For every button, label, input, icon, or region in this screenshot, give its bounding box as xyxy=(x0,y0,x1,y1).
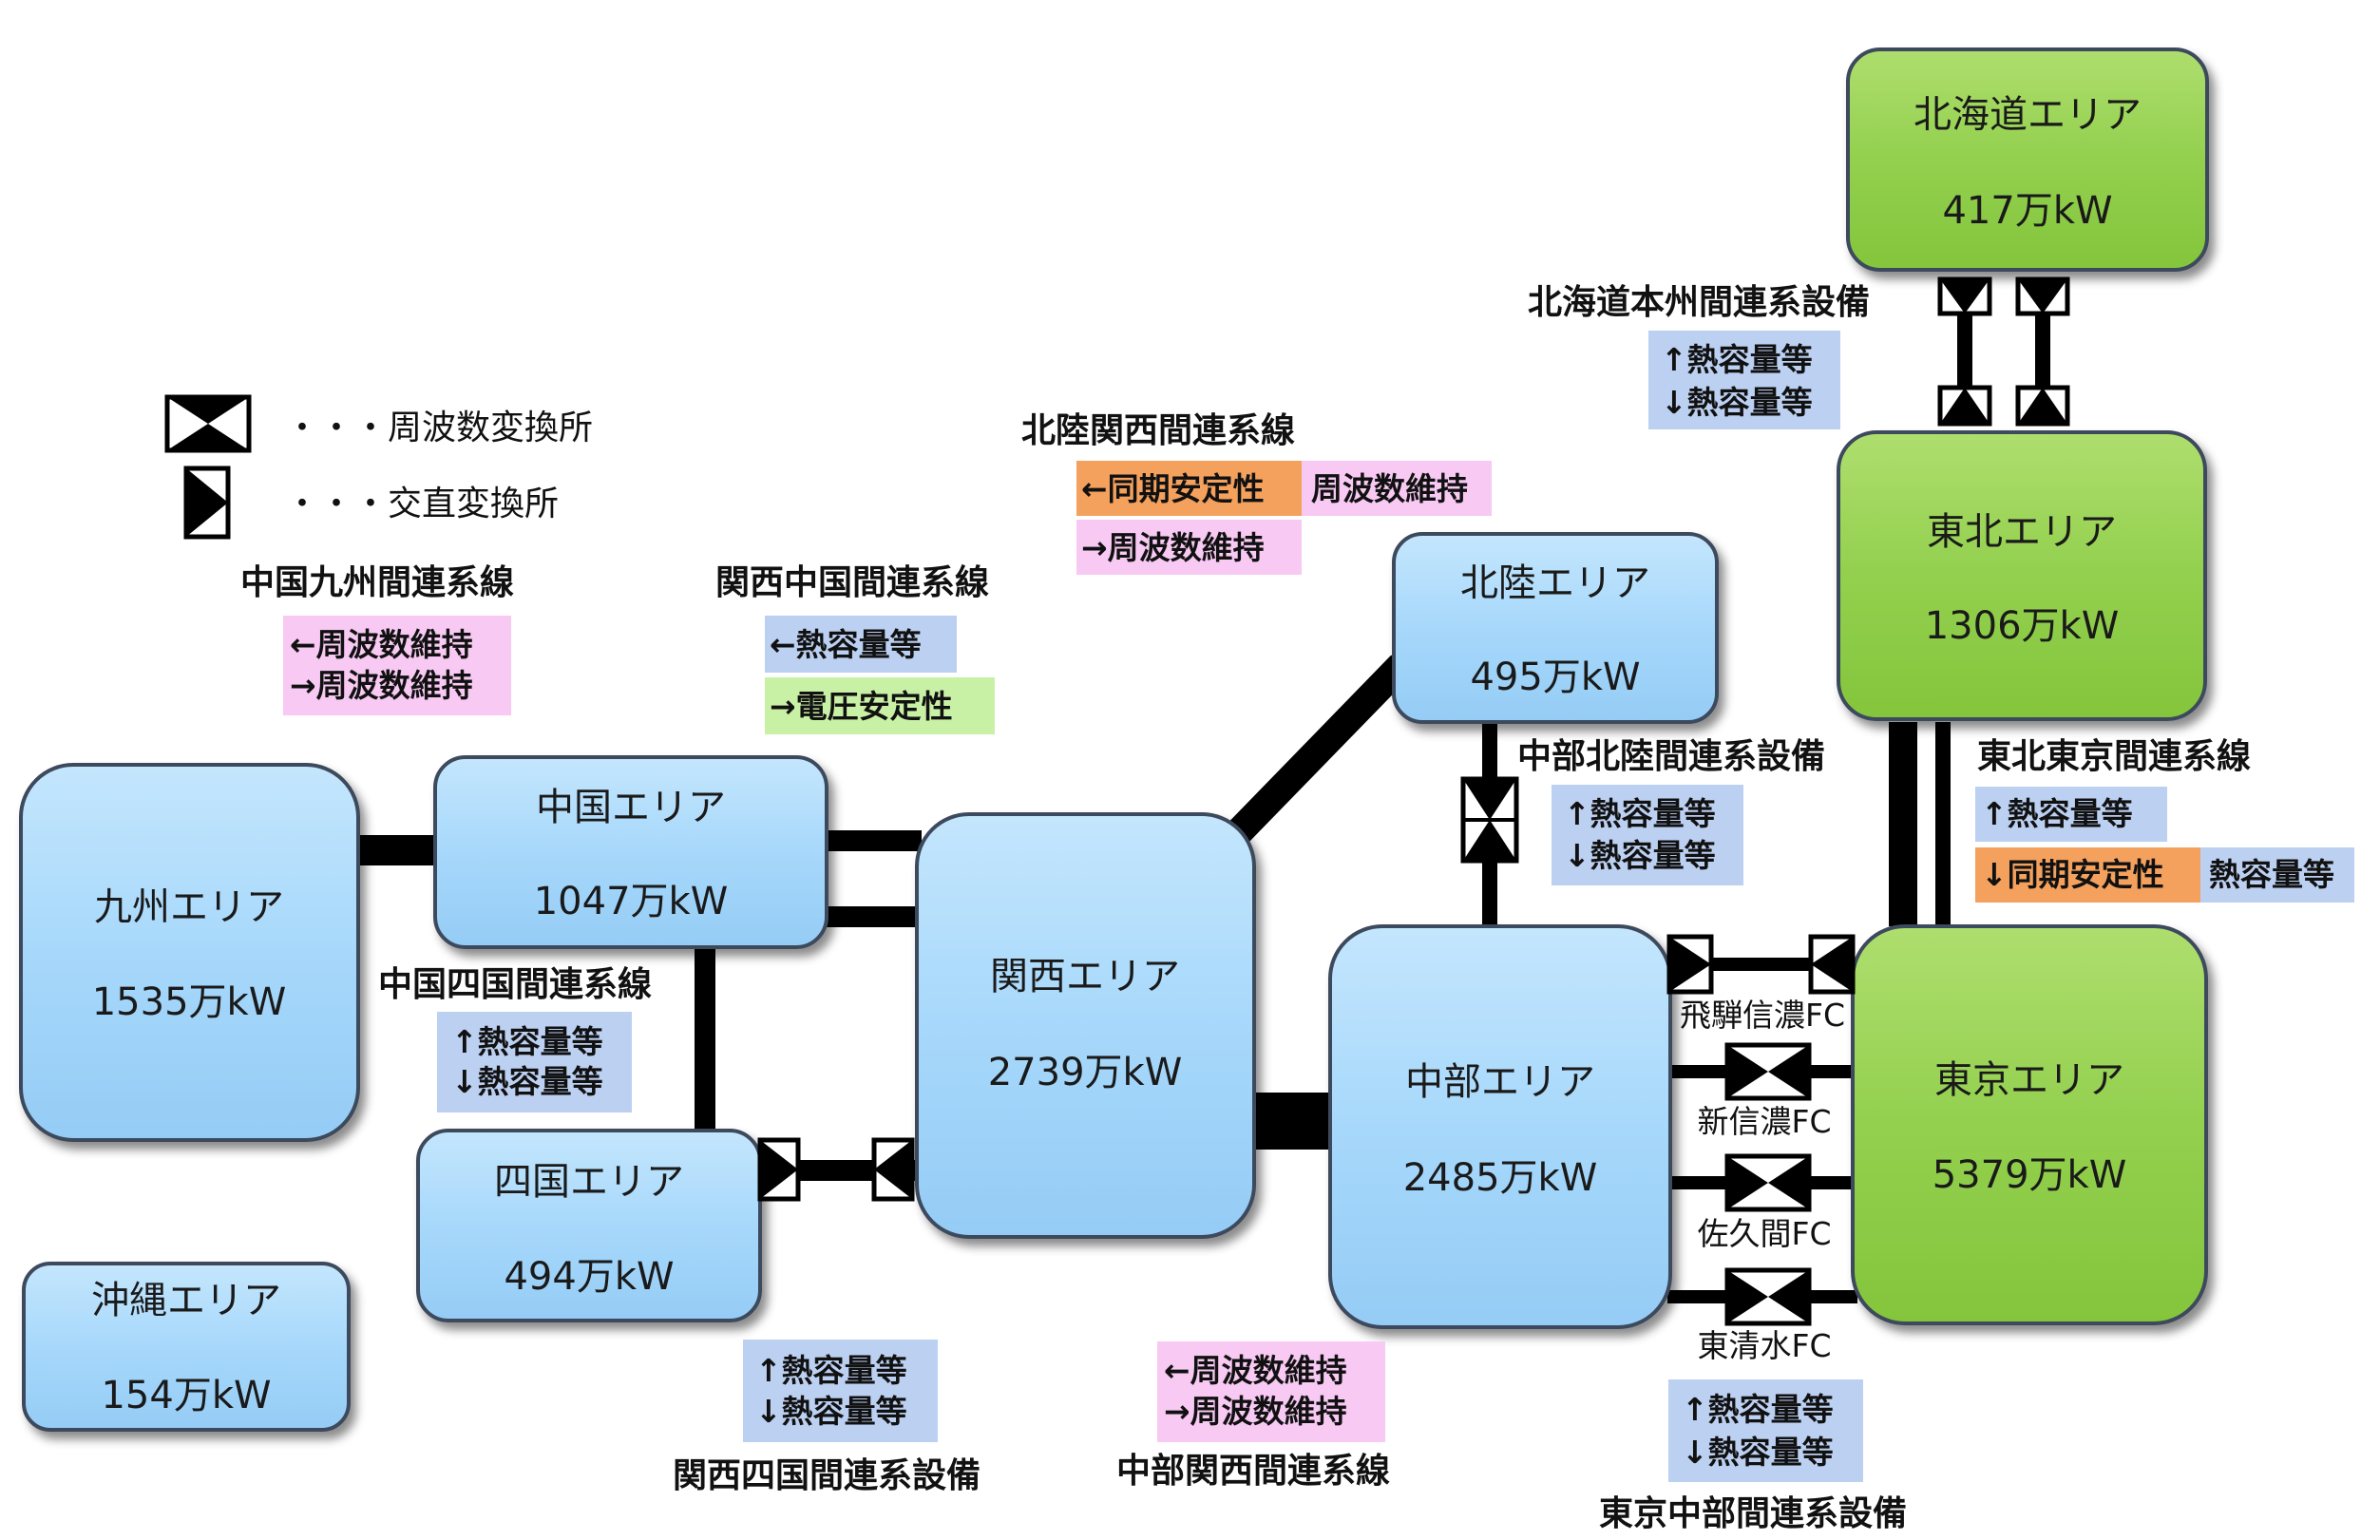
tag: ←周波数維持 xyxy=(290,626,473,663)
tag: →周波数維持 xyxy=(1081,529,1265,566)
tag: ↑熱容量等 xyxy=(755,1352,907,1389)
tag: ←熱容量等 xyxy=(770,626,922,663)
area-kansai[interactable]: 関西エリア 2739万kW xyxy=(915,812,1256,1239)
area-name: 北陸エリア xyxy=(1460,561,1650,605)
fc-label-shin-shinano: 新信濃FC xyxy=(1697,1103,1831,1140)
area-chugoku[interactable]: 中国エリア 1047万kW xyxy=(433,755,828,949)
area-capacity: 2739万kW xyxy=(988,1051,1183,1094)
tag: ↓熱容量等 xyxy=(755,1393,907,1430)
area-capacity: 5379万kW xyxy=(1933,1153,2127,1197)
dc-converter-icon xyxy=(871,1137,915,1202)
area-capacity: 1047万kW xyxy=(534,880,729,923)
tag: →電圧安定性 xyxy=(770,688,953,725)
fc-station-labels: 飛騨信濃FC 新信濃FC 佐久間FC 東清水FC xyxy=(1680,997,1845,1364)
dc-converter-icon xyxy=(2015,385,2070,427)
tag: ↑熱容量等 xyxy=(451,1023,603,1060)
area-boxes: 北海道エリア 417万kW 東北エリア 1306万kW 東京エリア 5379万k… xyxy=(19,48,2209,1432)
area-name: 四国エリア xyxy=(494,1160,684,1204)
area-tokyo[interactable]: 東京エリア 5379万kW xyxy=(1851,924,2208,1325)
area-name: 沖縄エリア xyxy=(91,1279,281,1322)
bidirectional-converter-icon xyxy=(1460,776,1519,864)
area-capacity: 494万kW xyxy=(504,1255,674,1299)
title-kansai-chugoku: 関西中国間連系線 xyxy=(715,563,989,602)
dc-converter-icon xyxy=(757,1137,801,1202)
title-tokyo-chubu: 東京中部間連系設備 xyxy=(1599,1493,1907,1533)
tag: →周波数維持 xyxy=(290,667,473,704)
title-tohoku-tokyo: 東北東京間連系線 xyxy=(1977,736,2251,776)
area-name: 北海道エリア xyxy=(1914,93,2142,137)
frequency-converter-icon xyxy=(1724,1042,1812,1101)
area-capacity: 1535万kW xyxy=(92,980,287,1024)
dc-converter-icon xyxy=(1937,385,1992,427)
frequency-converter-icon xyxy=(1724,1267,1812,1326)
dc-converter-icon xyxy=(1808,934,1856,995)
tag: 周波数維持 xyxy=(1311,470,1468,507)
area-capacity: 417万kW xyxy=(1942,189,2112,233)
title-chubu-kansai: 中部関西間連系線 xyxy=(1116,1452,1390,1491)
area-name: 中国エリア xyxy=(536,786,726,829)
dc-converter-icon xyxy=(2015,276,2070,316)
converter-symbols xyxy=(757,276,2070,1326)
area-name: 東北エリア xyxy=(1927,510,2117,554)
title-hokuriku-kansai: 北陸関西間連系線 xyxy=(1021,411,1295,450)
tag: ↓熱容量等 xyxy=(1661,384,1813,421)
fc-label-higashi-shimizu: 東清水FC xyxy=(1697,1327,1831,1364)
area-shikoku[interactable]: 四国エリア 494万kW xyxy=(416,1129,762,1322)
dc-converter-icon xyxy=(1937,276,1992,316)
line-titles: 北海道本州間連系設備 北陸関西間連系線 中国九州間連系線 関西中国間連系線 中部… xyxy=(240,283,2251,1533)
title-chugoku-shikoku: 中国四国間連系線 xyxy=(378,965,652,1004)
title-chugoku-kyushu: 中国九州間連系線 xyxy=(240,563,514,602)
legend: ・・・周波数変換所 ・・・交直変換所 xyxy=(164,394,593,540)
area-capacity: 1306万kW xyxy=(1925,604,2120,648)
area-tohoku[interactable]: 東北エリア 1306万kW xyxy=(1837,430,2207,721)
area-name: 関西エリア xyxy=(990,955,1180,998)
area-kyushu[interactable]: 九州エリア 1535万kW xyxy=(19,763,360,1142)
frequency-converter-legend-icon xyxy=(164,394,252,453)
legend-dc-label: ・・・交直変換所 xyxy=(285,485,559,523)
dc-converter-legend-icon xyxy=(183,466,231,540)
fc-label-sakuma: 佐久間FC xyxy=(1697,1215,1831,1252)
area-capacity: 154万kW xyxy=(101,1374,271,1417)
title-hokkaido-honshu: 北海道本州間連系設備 xyxy=(1528,283,1870,322)
legend-fc-label: ・・・周波数変換所 xyxy=(285,409,593,447)
tag: →周波数維持 xyxy=(1164,1393,1347,1430)
area-chubu[interactable]: 中部エリア 2485万kW xyxy=(1328,924,1672,1329)
area-name: 東京エリア xyxy=(1934,1058,2124,1102)
tag: ↑熱容量等 xyxy=(1981,795,2133,832)
area-capacity: 2485万kW xyxy=(1403,1156,1598,1200)
tag: ↓熱容量等 xyxy=(1682,1434,1834,1471)
line-hokuriku-kansai xyxy=(1220,655,1412,851)
area-name: 九州エリア xyxy=(94,885,284,929)
area-hokuriku[interactable]: 北陸エリア 495万kW xyxy=(1392,532,1719,724)
title-chubu-hokuriku: 中部北陸間連系設備 xyxy=(1517,737,1825,776)
tag: ↑熱容量等 xyxy=(1661,341,1813,378)
tag: ←同期安定性 xyxy=(1081,470,1265,507)
tag: ↓同期安定性 xyxy=(1981,856,2164,893)
frequency-converter-icon xyxy=(1724,1153,1812,1212)
tag: ↓熱容量等 xyxy=(1564,837,1716,874)
area-hokkaido[interactable]: 北海道エリア 417万kW xyxy=(1846,48,2209,272)
tag: ←周波数維持 xyxy=(1164,1352,1347,1389)
title-kansai-shikoku: 関西四国間連系設備 xyxy=(673,1456,981,1495)
tag: ↑熱容量等 xyxy=(1682,1391,1834,1428)
area-name: 中部エリア xyxy=(1405,1060,1595,1104)
tag: ↓熱容量等 xyxy=(451,1063,603,1100)
area-okinawa[interactable]: 沖縄エリア 154万kW xyxy=(22,1262,351,1432)
tag: 熱容量等 xyxy=(2209,856,2334,893)
area-capacity: 495万kW xyxy=(1470,656,1640,699)
tag: ↑熱容量等 xyxy=(1564,795,1716,832)
constraint-tags: ↑熱容量等 ↓熱容量等 ←同期安定性 周波数維持 →周波数維持 ←周波数維持 →… xyxy=(283,331,2354,1482)
dc-converter-icon xyxy=(1666,934,1714,995)
fc-label-hida-shinano: 飛騨信濃FC xyxy=(1680,997,1845,1034)
